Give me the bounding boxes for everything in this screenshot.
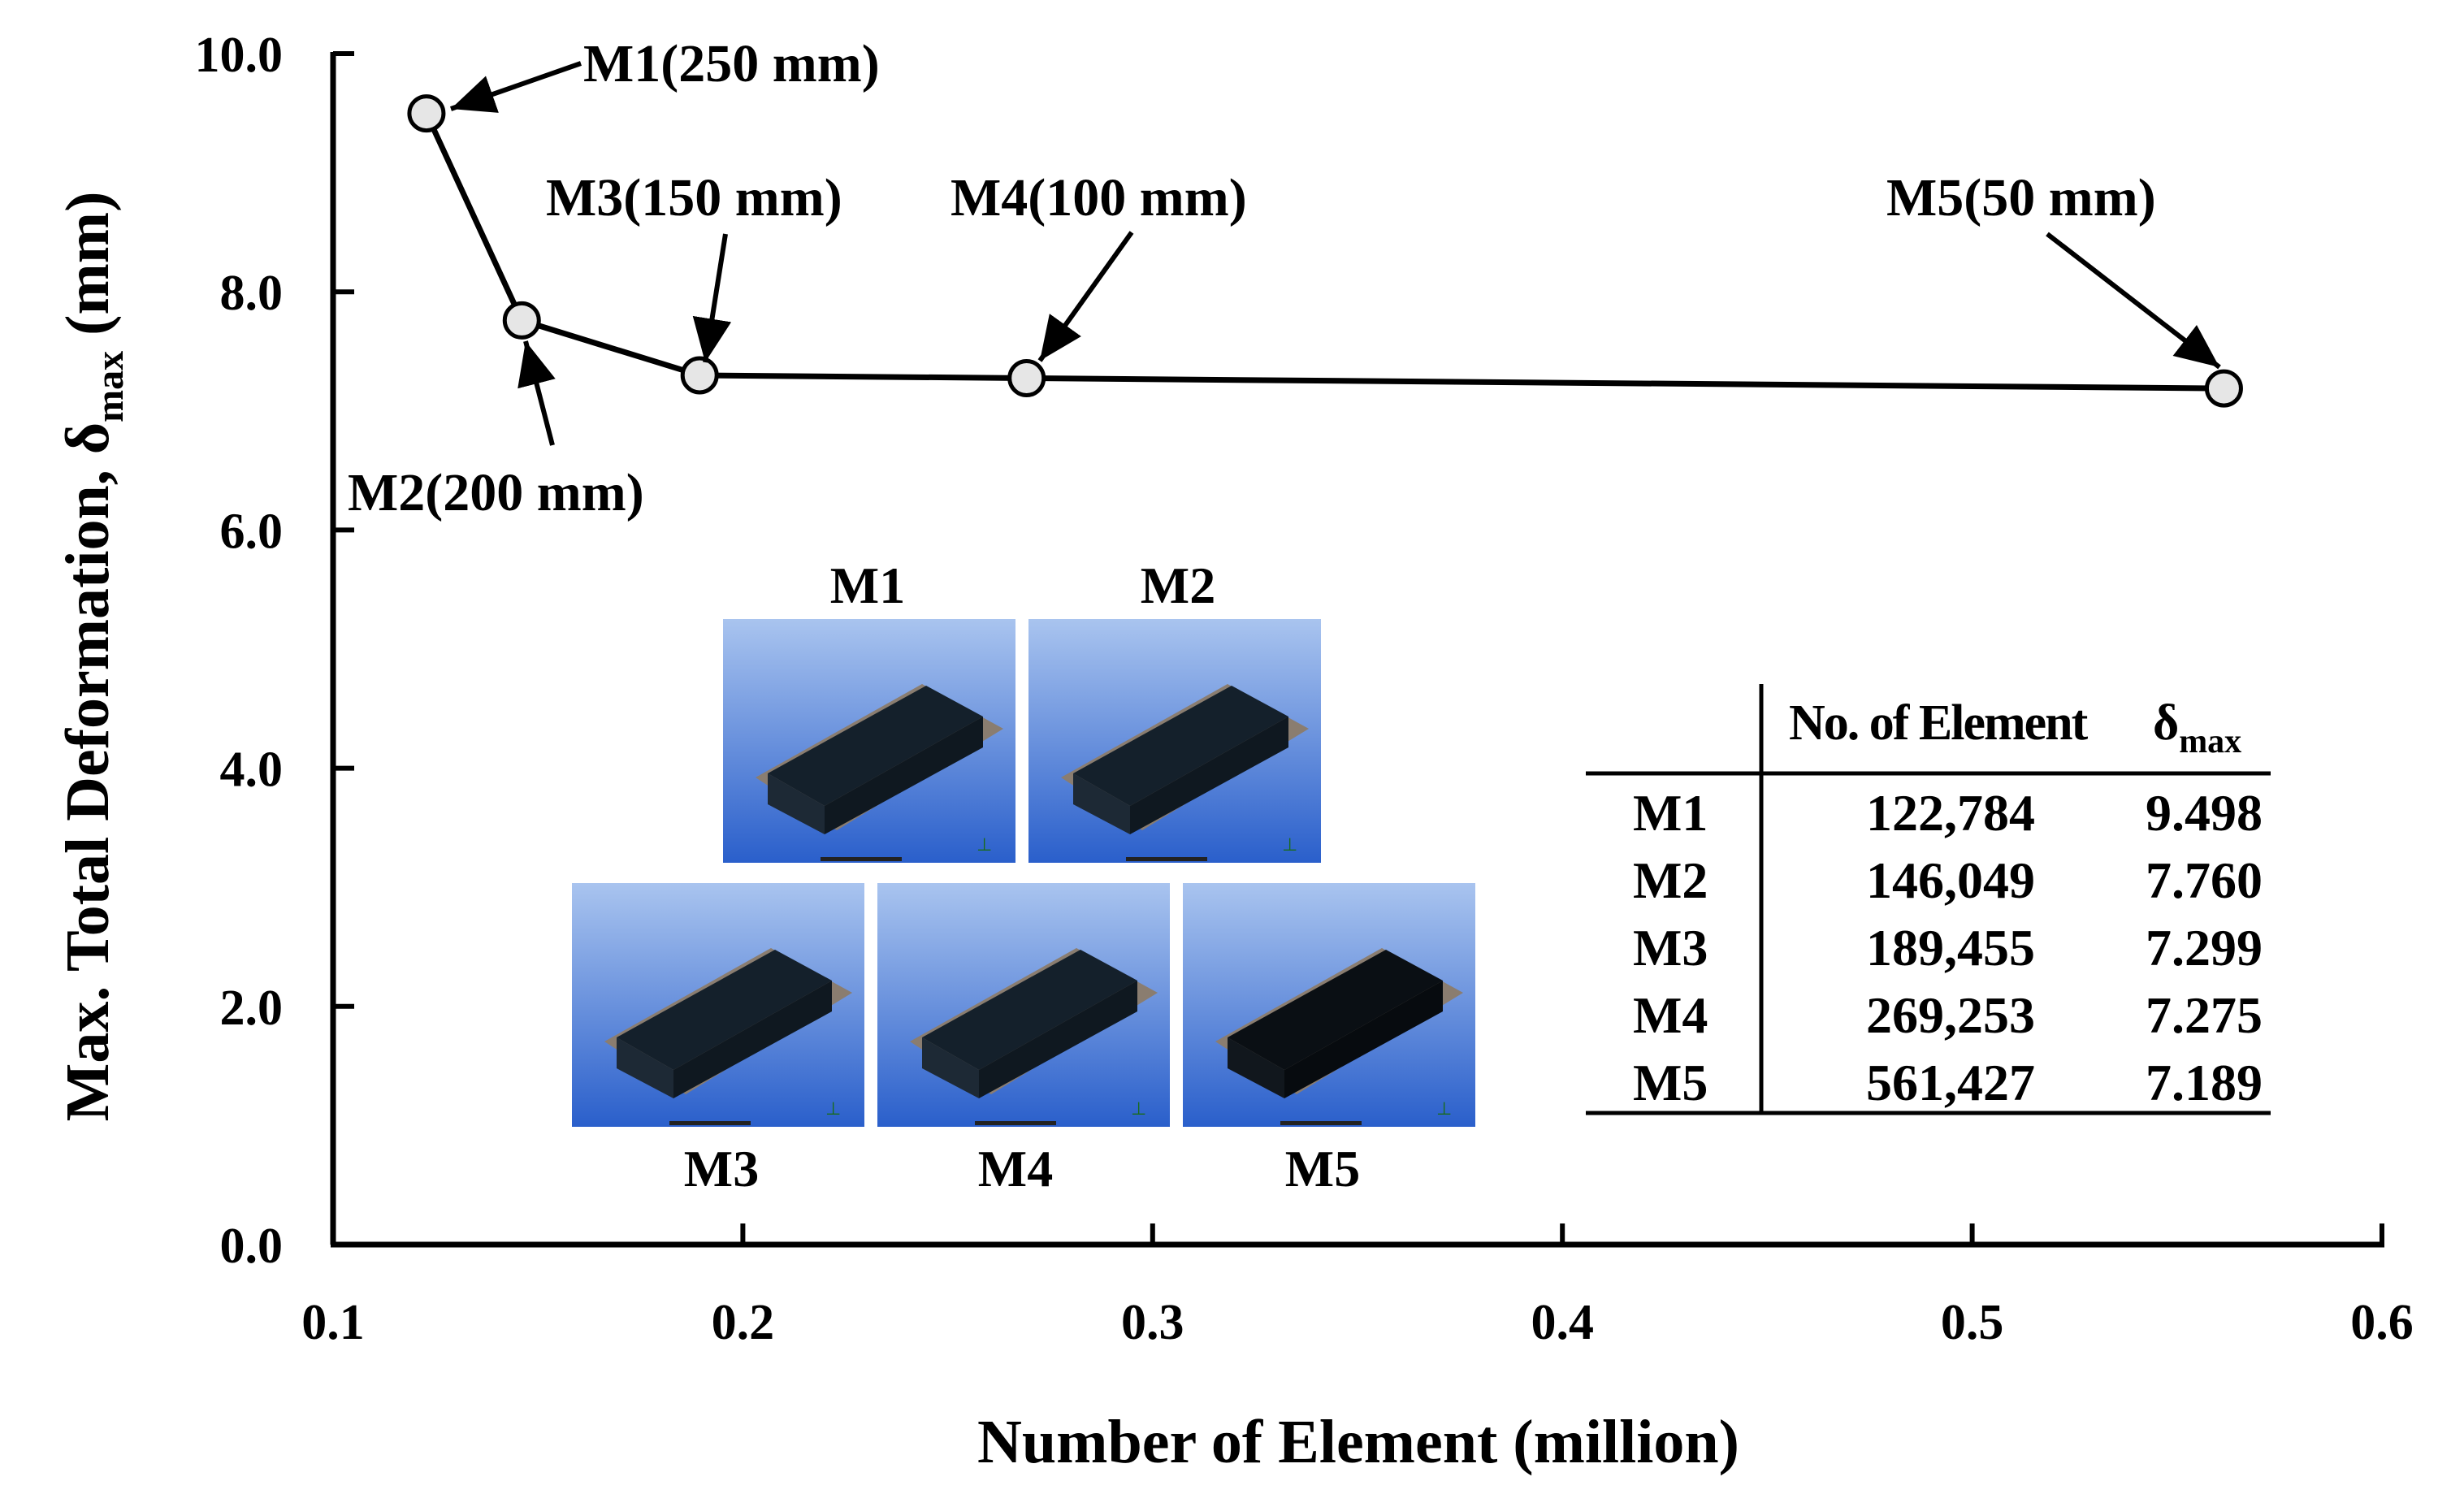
series-markers <box>407 94 2243 408</box>
annotation-m5: M5(50 mm) <box>1886 168 2156 227</box>
y-ticks: 0.0 2.0 4.0 6.0 8.0 10.0 <box>195 28 354 1274</box>
x-tick-label: 0.2 <box>712 1295 775 1350</box>
mesh-image-m2: ⊥ <box>1028 619 1321 863</box>
table-cell-delta: 9.498 <box>2146 784 2263 842</box>
inset-label-m2: M2 <box>1141 556 1215 614</box>
table-cell-mesh: M5 <box>1633 1054 1708 1111</box>
annotation-arrow-m1 <box>450 61 582 113</box>
series-line <box>423 112 2224 392</box>
table-cell-elements: 189,455 <box>1866 919 2035 977</box>
annotation-arrow-m5 <box>2046 232 2221 370</box>
data-point <box>1007 358 1046 397</box>
annotations: M1(250 mm) M2(200 mm) M3(150 mm) M4(100 … <box>348 34 2221 522</box>
x-tick-label: 0.6 <box>2350 1295 2414 1350</box>
table-cell-mesh: M2 <box>1633 851 1708 909</box>
x-tick-label: 0.4 <box>1531 1295 1594 1350</box>
x-ticks: 0.1 0.2 0.3 0.4 0.5 0.6 <box>301 1223 2414 1350</box>
table-cell-delta: 7.275 <box>2146 986 2263 1044</box>
svg-text:⊥: ⊥ <box>1282 835 1297 855</box>
y-tick-label: 2.0 <box>220 981 284 1036</box>
inset-label-m1: M1 <box>830 556 905 614</box>
data-point <box>407 94 446 133</box>
inset-label-m3: M3 <box>684 1140 759 1197</box>
data-point <box>502 301 541 340</box>
annotation-m2: M2(200 mm) <box>348 463 644 522</box>
annotation-arrow-m4 <box>1037 231 1134 362</box>
annotation-m3: M3(150 mm) <box>546 168 842 227</box>
table-cell-mesh: M3 <box>1633 919 1708 977</box>
x-tick-label: 0.3 <box>1121 1295 1184 1350</box>
mesh-insets: M1 M2 ⊥ ⊥ ⊥ <box>572 556 1475 1197</box>
table-cell-elements: 561,427 <box>1866 1054 2035 1111</box>
y-tick-label: 0.0 <box>220 1219 284 1274</box>
table-cell-mesh: M1 <box>1633 784 1708 842</box>
y-tick-label: 8.0 <box>220 266 284 321</box>
annotation-arrow-m3 <box>692 233 732 363</box>
table-cell-delta: 7.189 <box>2146 1054 2263 1111</box>
data-point <box>680 356 719 395</box>
table-cell-elements: 122,784 <box>1866 784 2035 842</box>
x-tick-label: 0.1 <box>301 1295 365 1350</box>
table-header-elements: No. of Element <box>1789 695 2089 751</box>
svg-text:⊥: ⊥ <box>825 1099 841 1119</box>
inset-label-m4: M4 <box>978 1140 1053 1197</box>
table-cell-elements: 146,049 <box>1866 851 2035 909</box>
x-tick-label: 0.5 <box>1941 1295 2004 1350</box>
table-cell-elements: 269,253 <box>1866 986 2035 1044</box>
mesh-image-m5: ⊥ <box>1183 883 1475 1127</box>
mesh-image-m4: ⊥ <box>877 883 1170 1127</box>
mesh-image-m3: ⊥ <box>572 883 864 1127</box>
table-cell-mesh: M4 <box>1633 986 1708 1044</box>
svg-text:⊥: ⊥ <box>1436 1099 1452 1119</box>
y-tick-label: 10.0 <box>195 28 284 83</box>
svg-text:⊥: ⊥ <box>977 835 992 855</box>
x-axis-label: Number of Element (million) <box>977 1408 1739 1476</box>
annotation-arrow-m2 <box>517 340 556 446</box>
annotation-m4: M4(100 mm) <box>951 168 1247 227</box>
table-cell-delta: 7.299 <box>2146 919 2263 977</box>
annotation-m1: M1(250 mm) <box>583 34 880 93</box>
data-point <box>2204 369 2243 408</box>
y-axis-label: Max. Total Deformation, δmax (mm) <box>54 192 132 1122</box>
svg-text:⊥: ⊥ <box>1131 1099 1146 1119</box>
y-tick-label: 4.0 <box>220 743 284 798</box>
mesh-image-m1: ⊥ <box>723 619 1015 863</box>
table-header-delta: δmax <box>2153 695 2241 760</box>
inset-label-m5: M5 <box>1285 1140 1360 1197</box>
table-cell-delta: 7.760 <box>2146 851 2263 909</box>
y-tick-label: 6.0 <box>220 504 284 559</box>
